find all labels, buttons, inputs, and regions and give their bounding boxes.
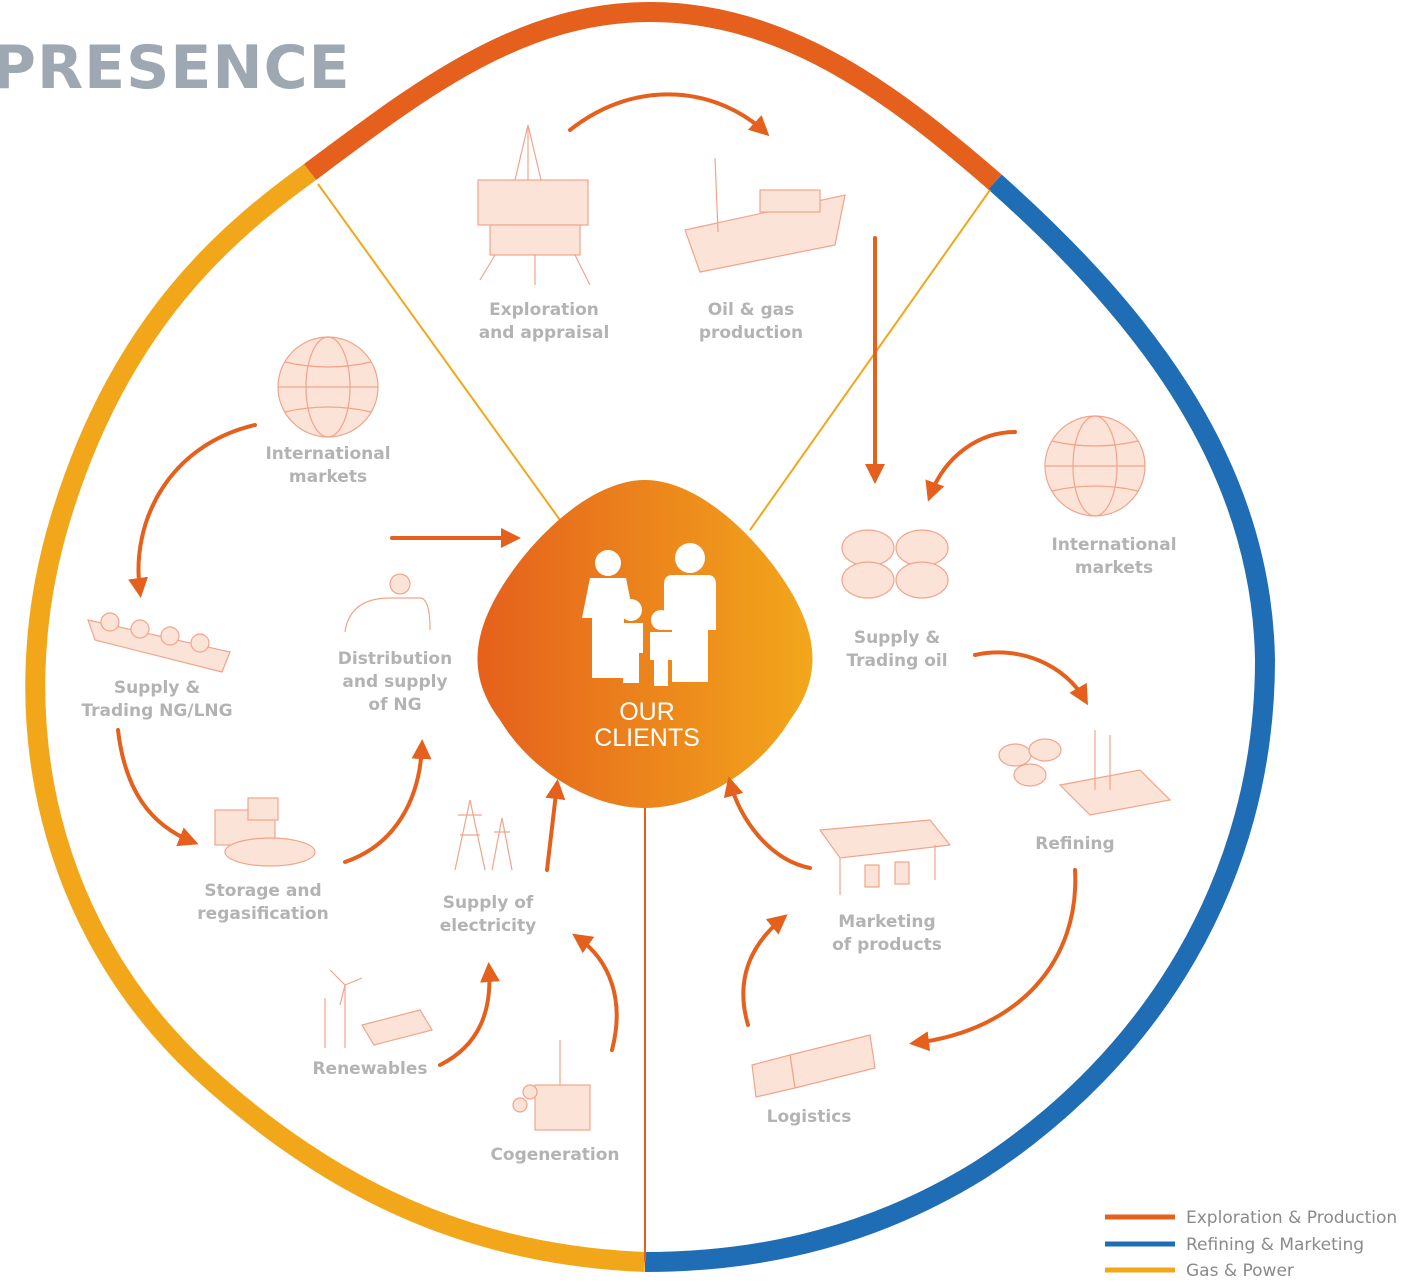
- lng-carrier-icon: [87, 612, 231, 673]
- stage-label-oilgas: Oil & gas production: [699, 300, 803, 343]
- stage-label-storage: Storage and regasification: [197, 881, 328, 924]
- wind-solar-icon: [324, 969, 433, 1048]
- legend-label-gas: Gas & Power: [1186, 1261, 1294, 1281]
- legend-label-refining: Refining & Marketing: [1186, 1235, 1364, 1255]
- stage-label-line: markets: [289, 467, 367, 487]
- stage-label-line: Supply &: [854, 628, 941, 648]
- stage-label-line: Supply of: [443, 893, 534, 913]
- globe-icon-left: [277, 336, 379, 438]
- stage-label-line: of products: [832, 935, 942, 955]
- arrow-intl-left-to-supply-ng: [128, 423, 257, 598]
- legend-label-exploration: Exploration & Production: [1186, 1208, 1397, 1228]
- tanker-truck-icon: [751, 1034, 876, 1098]
- storage-tanks-icon: [214, 797, 316, 867]
- refining-marketing-ring: [644, 174, 1276, 1272]
- arrow-intl-right-to-supply-oil: [925, 430, 1017, 502]
- exploration-production-ring: [304, 1, 1002, 190]
- oil-tanks-icon: [841, 529, 949, 599]
- stage-label-line: and appraisal: [479, 323, 610, 343]
- stage-label-renewables: Renewables: [312, 1059, 427, 1079]
- stage-label-line: International: [1051, 535, 1176, 555]
- arrow-electricity-to-clients: [545, 779, 566, 872]
- stage-label-line: electricity: [440, 916, 536, 936]
- arrow-supply-oil-to-refining: [973, 650, 1088, 706]
- stage-label-line: regasification: [197, 904, 328, 924]
- stage-label-logistics: Logistics: [767, 1107, 852, 1127]
- arrow-refining-to-logistics: [909, 868, 1078, 1052]
- stage-label-electricity: Supply of electricity: [440, 893, 536, 936]
- stage-label-line: Cogeneration: [490, 1145, 619, 1165]
- stage-label-marketing: Marketing of products: [832, 912, 942, 955]
- gas-power-ring: [25, 163, 646, 1272]
- family-icon: [582, 543, 716, 686]
- stage-label-line: Trading oil: [846, 651, 947, 671]
- center-label-line1: OUR: [619, 698, 675, 726]
- stage-label-line: International: [265, 444, 390, 464]
- stage-label-line: markets: [1075, 558, 1153, 578]
- stage-label-line: Supply &: [114, 678, 201, 698]
- arrow-storage-to-distribution: [343, 739, 432, 864]
- legend: Exploration & Production Refining & Mark…: [1105, 1208, 1397, 1281]
- stage-label-supply-oil: Supply & Trading oil: [846, 628, 947, 671]
- stage-label-line: Logistics: [767, 1107, 852, 1127]
- offshore-platform-icon: [477, 124, 591, 286]
- stage-label-refining: Refining: [1035, 834, 1114, 854]
- stage-label-intl-left: International markets: [265, 444, 390, 487]
- arrow-supply-ng-to-storage: [116, 728, 199, 847]
- stage-label-cogeneration: Cogeneration: [490, 1145, 619, 1165]
- stage-label-line: Marketing: [838, 912, 935, 932]
- stage-label-intl-right: International markets: [1051, 535, 1176, 578]
- fuel-station-icon: [818, 819, 952, 895]
- refinery-icon: [998, 730, 1172, 816]
- center-clients-badge: [477, 480, 813, 808]
- center-label-line2: CLIENTS: [594, 724, 700, 752]
- stage-label-line: of NG: [368, 695, 421, 715]
- flow-arrows: [116, 92, 1088, 1067]
- stage-label-line: production: [699, 323, 803, 343]
- stage-label-line: and supply: [342, 672, 447, 692]
- stage-label-supply-ng: Supply & Trading NG/LNG: [81, 678, 232, 721]
- fpso-ship-icon: [684, 157, 846, 273]
- stage-label-line: Distribution: [338, 649, 452, 669]
- arrow-marketing-to-clients: [723, 776, 812, 870]
- arrow-cogeneration-to-electricity: [572, 933, 619, 1052]
- divider-right: [749, 189, 991, 531]
- stage-label-line: Storage and: [204, 881, 321, 901]
- arrow-exploration-to-production: [568, 92, 770, 137]
- stage-label-line: Exploration: [489, 300, 599, 320]
- page-title: PRESENCE: [0, 33, 351, 103]
- arrow-logistics-to-marketing: [741, 914, 788, 1027]
- stage-label-line: Renewables: [312, 1059, 427, 1079]
- stage-label-exploration: Exploration and appraisal: [479, 300, 610, 343]
- stage-label-line: Refining: [1035, 834, 1114, 854]
- power-tower-icon: [454, 799, 513, 871]
- stage-label-line: Trading NG/LNG: [81, 701, 232, 721]
- globe-icon-right: [1044, 415, 1146, 517]
- divider-left: [317, 183, 561, 521]
- cogeneration-plant-icon: [512, 1040, 591, 1131]
- arrow-renewables-to-electricity: [438, 962, 500, 1067]
- stage-label-line: Oil & gas: [708, 300, 795, 320]
- pipeline-icon: [344, 573, 431, 633]
- stage-label-distribution: Distribution and supply of NG: [338, 649, 452, 715]
